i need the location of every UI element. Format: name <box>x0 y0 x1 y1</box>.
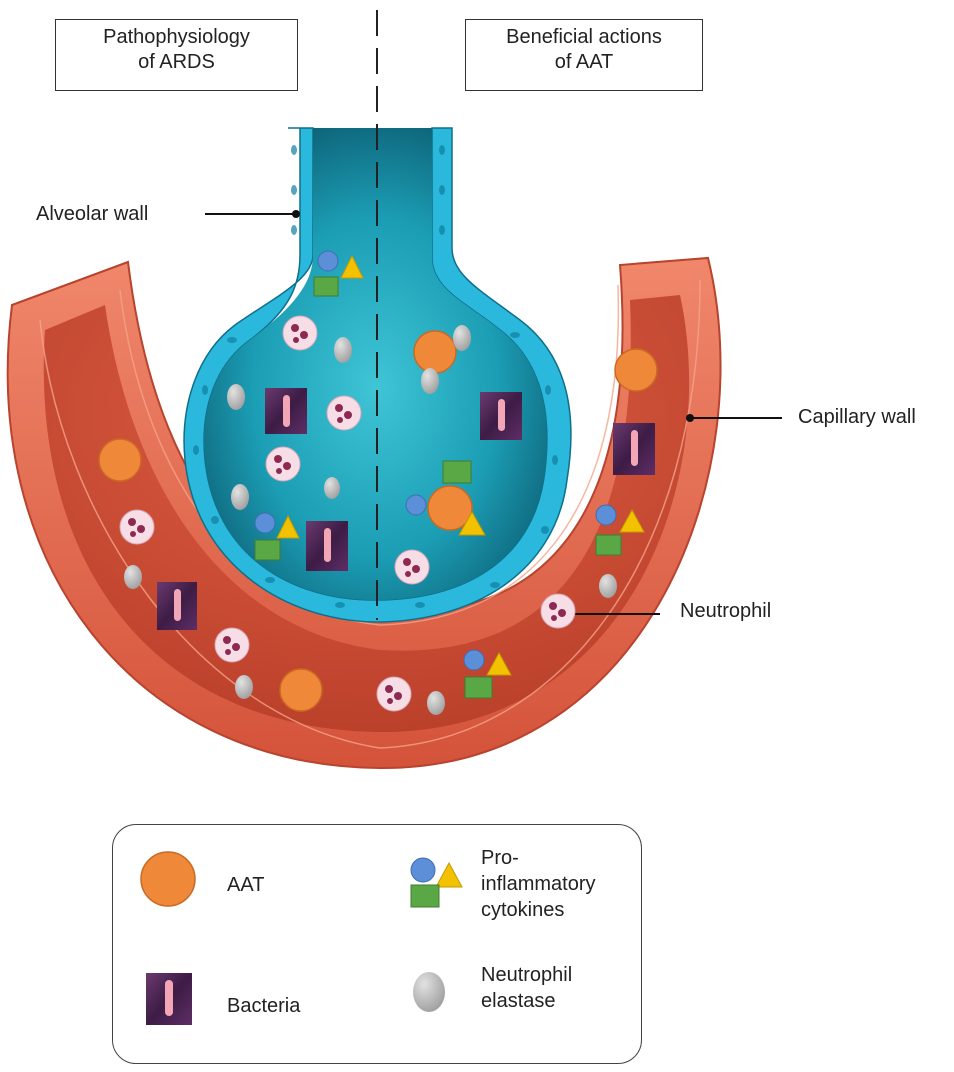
bacterium <box>306 521 348 571</box>
neutrophil-cell <box>283 316 317 350</box>
elastase-molecule <box>599 574 617 598</box>
elastase-molecule <box>235 675 253 699</box>
neutrophil-cell <box>120 510 154 544</box>
aat-molecule <box>280 669 322 711</box>
capillary-wall-pointer-dot <box>686 414 694 422</box>
neutrophil-cell <box>541 594 575 628</box>
elastase-molecule <box>453 325 471 351</box>
alveolar-wall-label: Alveolar wall <box>36 203 148 226</box>
aat-molecule <box>99 439 141 481</box>
neutrophil-cell <box>327 396 361 430</box>
legend-cytokines-label: Pro- inflammatory cytokines <box>481 845 631 923</box>
elastase-molecule <box>421 368 439 394</box>
aat-box-line2: of AAT <box>470 50 698 75</box>
neutrophil-cell <box>377 677 411 711</box>
neutrophil-cell <box>266 447 300 481</box>
ards-box-line2: of ARDS <box>60 50 293 75</box>
neutrophil-cell <box>215 628 249 662</box>
legend-cytokines-icon <box>411 858 462 907</box>
legend-box: AAT Bacteria Pro- inflammatory cytokines… <box>112 824 642 1064</box>
elastase-molecule <box>427 691 445 715</box>
bacterium <box>613 423 655 475</box>
ards-pathophysiology-box: Pathophysiology of ARDS <box>55 19 298 91</box>
alveolar-lumen <box>204 128 547 600</box>
neutrophil-label: Neutrophil <box>680 600 771 623</box>
elastase-molecule <box>227 384 245 410</box>
elastase-molecule <box>324 477 340 499</box>
legend-aat-label: AAT <box>227 872 264 898</box>
alveolar-wall-pointer-dot <box>292 210 300 218</box>
legend-elastase-icon <box>413 972 445 1012</box>
aat-box-line1: Beneficial actions <box>470 25 698 50</box>
legend-bacteria-label: Bacteria <box>227 993 300 1019</box>
ards-box-line1: Pathophysiology <box>60 25 293 50</box>
elastase-molecule <box>334 337 352 363</box>
aat-actions-box: Beneficial actions of AAT <box>465 19 703 91</box>
neutrophil-cell <box>395 550 429 584</box>
legend-elastase-label: Neutrophil elastase <box>481 962 631 1014</box>
bacterium <box>480 392 522 440</box>
bacterium <box>265 388 307 434</box>
capillary-wall-label: Capillary wall <box>798 406 916 429</box>
elastase-molecule <box>231 484 249 510</box>
aat-molecule <box>615 349 657 391</box>
bacterium <box>157 582 197 630</box>
legend-bacteria-icon <box>146 973 192 1025</box>
legend-aat-icon <box>141 852 195 906</box>
elastase-molecule <box>124 565 142 589</box>
aat-molecule <box>414 331 456 373</box>
